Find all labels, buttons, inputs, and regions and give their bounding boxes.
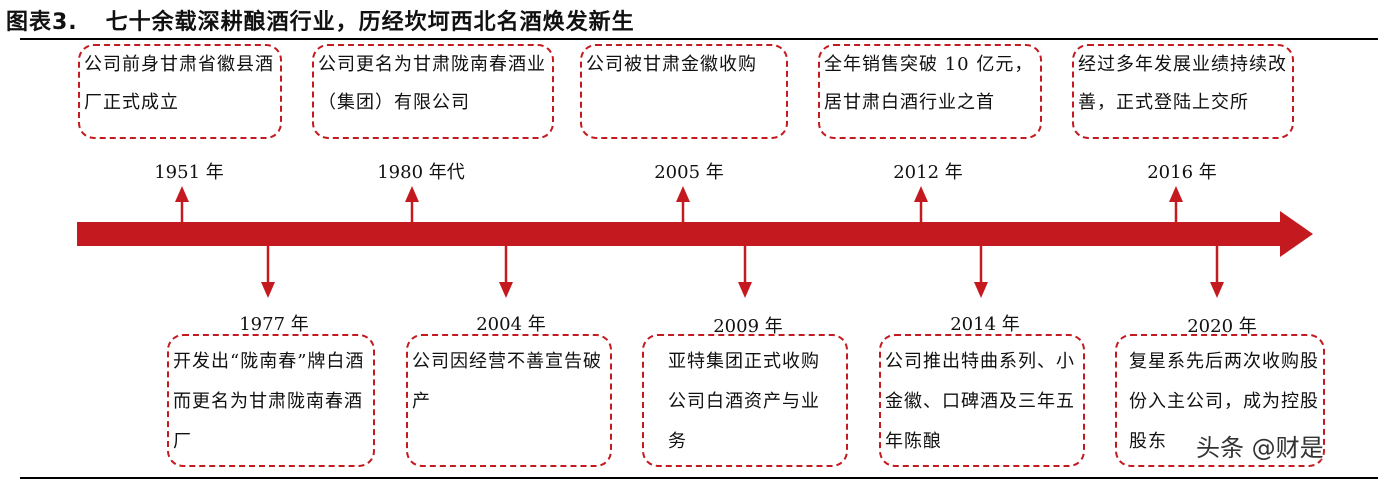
top-rule (20, 38, 1378, 40)
year-label-2005: 2005 年 (654, 162, 724, 183)
event-box-2020: 复星系先后两次收购股份入主公司，成为控股股东 (1115, 334, 1325, 467)
year-label-2004: 2004 年 (476, 314, 546, 335)
year-label-2009: 2009 年 (713, 316, 783, 337)
event-box-2004: 公司因经营不善宣告破产 (406, 334, 612, 467)
down-arrow-icon-2004 (499, 282, 513, 298)
event-box-1980s: 公司更名为甘肃陇南春酒业（集团）有限公司 (312, 44, 554, 139)
up-arrow-icon-1951 (175, 186, 189, 202)
event-text-2020: 复星系先后两次收购股份入主公司，成为控股股东 (1129, 351, 1319, 452)
event-text-1951: 公司前身甘肃省徽县酒厂正式成立 (84, 54, 274, 113)
up-arrow-icon-2016 (1169, 186, 1183, 202)
up-arrow-icon-2005 (676, 186, 690, 202)
year-label-2014: 2014 年 (950, 314, 1020, 335)
down-arrow-icon-1977 (261, 282, 275, 298)
event-box-2009: 亚特集团正式收购公司白酒资产与业务 (642, 334, 848, 467)
figure-title-text: 七十余载深耕酿酒行业，历经坎坷西北名酒焕发新生 (105, 10, 635, 35)
event-text-2009: 亚特集团正式收购公司白酒资产与业务 (668, 351, 820, 452)
bottom-rule (20, 477, 1378, 479)
event-text-2014: 公司推出特曲系列、小金徽、口碑酒及三年五年陈酿 (885, 351, 1075, 452)
watermark: 头条 @财是 (1196, 434, 1324, 462)
event-text-1980s: 公司更名为甘肃陇南春酒业（集团）有限公司 (318, 54, 546, 113)
event-text-2012: 全年销售突破 10 亿元，居甘肃白酒行业之首 (824, 54, 1034, 113)
year-label-1951: 1951 年 (154, 162, 224, 183)
timeline-arrowhead (1280, 211, 1313, 257)
year-label-2020: 2020 年 (1187, 316, 1257, 337)
down-arrow-icon-2014 (974, 282, 988, 298)
year-label-2016: 2016 年 (1147, 162, 1217, 183)
event-box-2005: 公司被甘肃金徽收购 (580, 44, 788, 139)
figure-title: 图表3. 七十余载深耕酿酒行业，历经坎坷西北名酒焕发新生 (6, 4, 635, 36)
event-text-1977: 开发出“陇南春”牌白酒而更名为甘肃陇南春酒厂 (173, 351, 365, 452)
year-label-1980s: 1980 年代 (377, 162, 465, 183)
event-box-2014: 公司推出特曲系列、小金徽、口碑酒及三年五年陈酿 (879, 334, 1085, 467)
year-label-2012: 2012 年 (893, 162, 963, 183)
up-arrow-icon-1980s (405, 186, 419, 202)
event-box-2016: 经过多年发展业绩持续改善，正式登陆上交所 (1072, 44, 1294, 139)
down-arrow-icon-2020 (1210, 282, 1224, 298)
up-arrow-icon-2012 (914, 186, 928, 202)
figure-number: 图表3. (6, 10, 78, 35)
event-text-2005: 公司被甘肃金徽收购 (586, 54, 757, 75)
timeline-bar (77, 222, 1282, 246)
event-text-2016: 经过多年发展业绩持续改善，正式登陆上交所 (1078, 54, 1287, 113)
event-text-2004: 公司因经营不善宣告破产 (412, 351, 602, 412)
event-box-1977: 开发出“陇南春”牌白酒而更名为甘肃陇南春酒厂 (167, 334, 375, 467)
event-box-1951: 公司前身甘肃省徽县酒厂正式成立 (78, 44, 282, 139)
event-box-2012: 全年销售突破 10 亿元，居甘肃白酒行业之首 (818, 44, 1042, 139)
year-label-1977: 1977 年 (239, 314, 309, 335)
down-arrow-icon-2009 (738, 282, 752, 298)
